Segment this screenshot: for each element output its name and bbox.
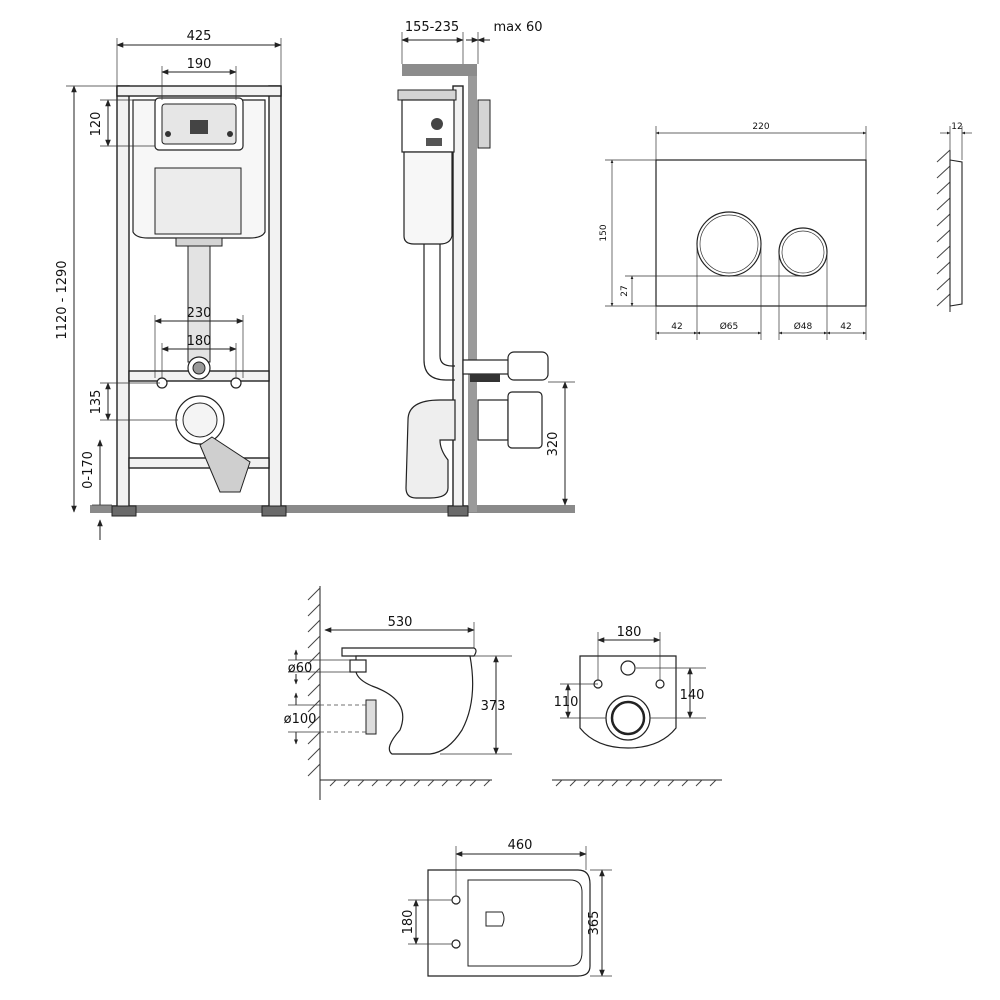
frame-left-foot bbox=[111, 505, 137, 517]
dim-toilet-length: 530 bbox=[388, 615, 413, 630]
flush-plate-profile bbox=[949, 159, 963, 307]
frame-right-foot bbox=[261, 505, 287, 517]
dim-bolt-to-outlet: 135 bbox=[89, 390, 104, 415]
flush-outlet bbox=[175, 237, 223, 247]
waste-outlet-inner bbox=[182, 402, 218, 438]
dim-outlet-height: 320 bbox=[546, 432, 561, 457]
dim-plate-width: 220 bbox=[752, 122, 769, 132]
dim-max-gap: max 60 bbox=[494, 20, 543, 35]
side-waste-coupling bbox=[507, 391, 543, 449]
dim-bracket-width: 190 bbox=[187, 57, 212, 72]
mounting-bolt-right bbox=[230, 377, 242, 389]
floor-slab-side bbox=[438, 505, 575, 513]
frame-side-view: 155-235 max 60 320 bbox=[397, 20, 575, 517]
dim-plate-margin-left: 42 bbox=[671, 322, 682, 332]
toilet-inlet-spigot bbox=[349, 659, 367, 673]
dim-wall-depth: 155-235 bbox=[405, 20, 459, 35]
toilet-back-bolt-right bbox=[655, 679, 665, 689]
side-valve-knob bbox=[431, 118, 443, 130]
cistern-panel bbox=[154, 167, 242, 235]
bracket-screw bbox=[165, 131, 171, 137]
flush-button-large[interactable] bbox=[696, 211, 762, 277]
wall-section bbox=[468, 72, 477, 512]
dim-plate-height: 150 bbox=[599, 224, 609, 241]
dim-floor-adjust: 0-170 bbox=[81, 451, 96, 489]
dim-large-button: Ø65 bbox=[720, 321, 739, 332]
flush-plate-side-view: 12 bbox=[936, 122, 972, 312]
dim-toilet-height: 373 bbox=[481, 699, 506, 714]
toilet-back-outlet-ring bbox=[610, 700, 646, 736]
dim-frame-width: 425 bbox=[187, 29, 212, 44]
dim-back-bolt-height: 110 bbox=[554, 695, 579, 710]
dim-top-bolt-spacing: 180 bbox=[401, 910, 416, 935]
dim-back-inlet-height: 140 bbox=[680, 688, 705, 703]
bracket-screw bbox=[227, 131, 233, 137]
frame-right-post bbox=[268, 85, 282, 511]
toilet-top-view: 460 180 365 bbox=[401, 838, 612, 977]
side-frame-foot bbox=[447, 505, 469, 517]
side-threaded-rod bbox=[470, 374, 500, 382]
frame-left-post bbox=[116, 85, 130, 511]
side-cistern-body bbox=[403, 151, 453, 245]
side-wall-plate bbox=[477, 99, 491, 149]
side-inlet-pipe bbox=[462, 359, 514, 375]
flush-plate-front-view: 220 150 27 42 Ø65 Ø48 42 bbox=[599, 122, 867, 340]
side-top-bracket bbox=[397, 89, 457, 101]
toilet-side-view: 530 ø60 ø100 373 bbox=[284, 586, 512, 800]
side-inlet-connector bbox=[507, 351, 549, 381]
toilet-outlet-spigot bbox=[365, 699, 377, 735]
dim-plate-margin-right: 42 bbox=[840, 322, 851, 332]
flush-pipe-connector-inner bbox=[192, 361, 206, 375]
toilet-top-bolt-upper bbox=[451, 895, 461, 905]
toilet-top-seat-bumper bbox=[485, 911, 505, 927]
dim-top-depth: 365 bbox=[587, 911, 602, 936]
toilet-top-bolt-lower bbox=[451, 939, 461, 949]
side-waste-stub bbox=[477, 399, 509, 441]
dim-outer-bolts: 230 bbox=[187, 306, 212, 321]
dim-small-button: Ø48 bbox=[794, 321, 813, 332]
toilet-seat bbox=[341, 647, 477, 657]
dim-back-bolt-spacing: 180 bbox=[617, 625, 642, 640]
frame-front-view: 425 190 120 1120 - 1290 230 180 135 0 bbox=[55, 29, 575, 540]
dim-bracket-height: 120 bbox=[89, 112, 104, 137]
frame-low-rail bbox=[128, 457, 270, 469]
toilet-back-view: 180 110 140 bbox=[552, 625, 722, 787]
floor-slab bbox=[90, 505, 575, 513]
dim-inner-bolts: 180 bbox=[187, 334, 212, 349]
dim-button-offset: 27 bbox=[620, 285, 630, 296]
side-valve-lever bbox=[426, 138, 442, 146]
toilet-bowl-profile bbox=[355, 655, 474, 755]
dim-plate-thickness: 12 bbox=[951, 122, 962, 132]
dim-top-width: 460 bbox=[508, 838, 533, 853]
dim-total-height: 1120 - 1290 bbox=[55, 260, 70, 339]
wall-top-ledge bbox=[402, 64, 477, 76]
toilet-back-inlet bbox=[620, 660, 636, 676]
toilet-top-rim bbox=[467, 879, 583, 967]
frame-top-rail bbox=[116, 85, 282, 97]
dim-inlet-diameter: ø60 bbox=[288, 661, 313, 676]
side-waste-elbow bbox=[405, 399, 456, 499]
waste-elbow bbox=[199, 436, 251, 493]
dim-outlet-diameter: ø100 bbox=[284, 712, 317, 727]
flush-button-small[interactable] bbox=[778, 227, 828, 277]
flush-valve bbox=[190, 120, 208, 134]
